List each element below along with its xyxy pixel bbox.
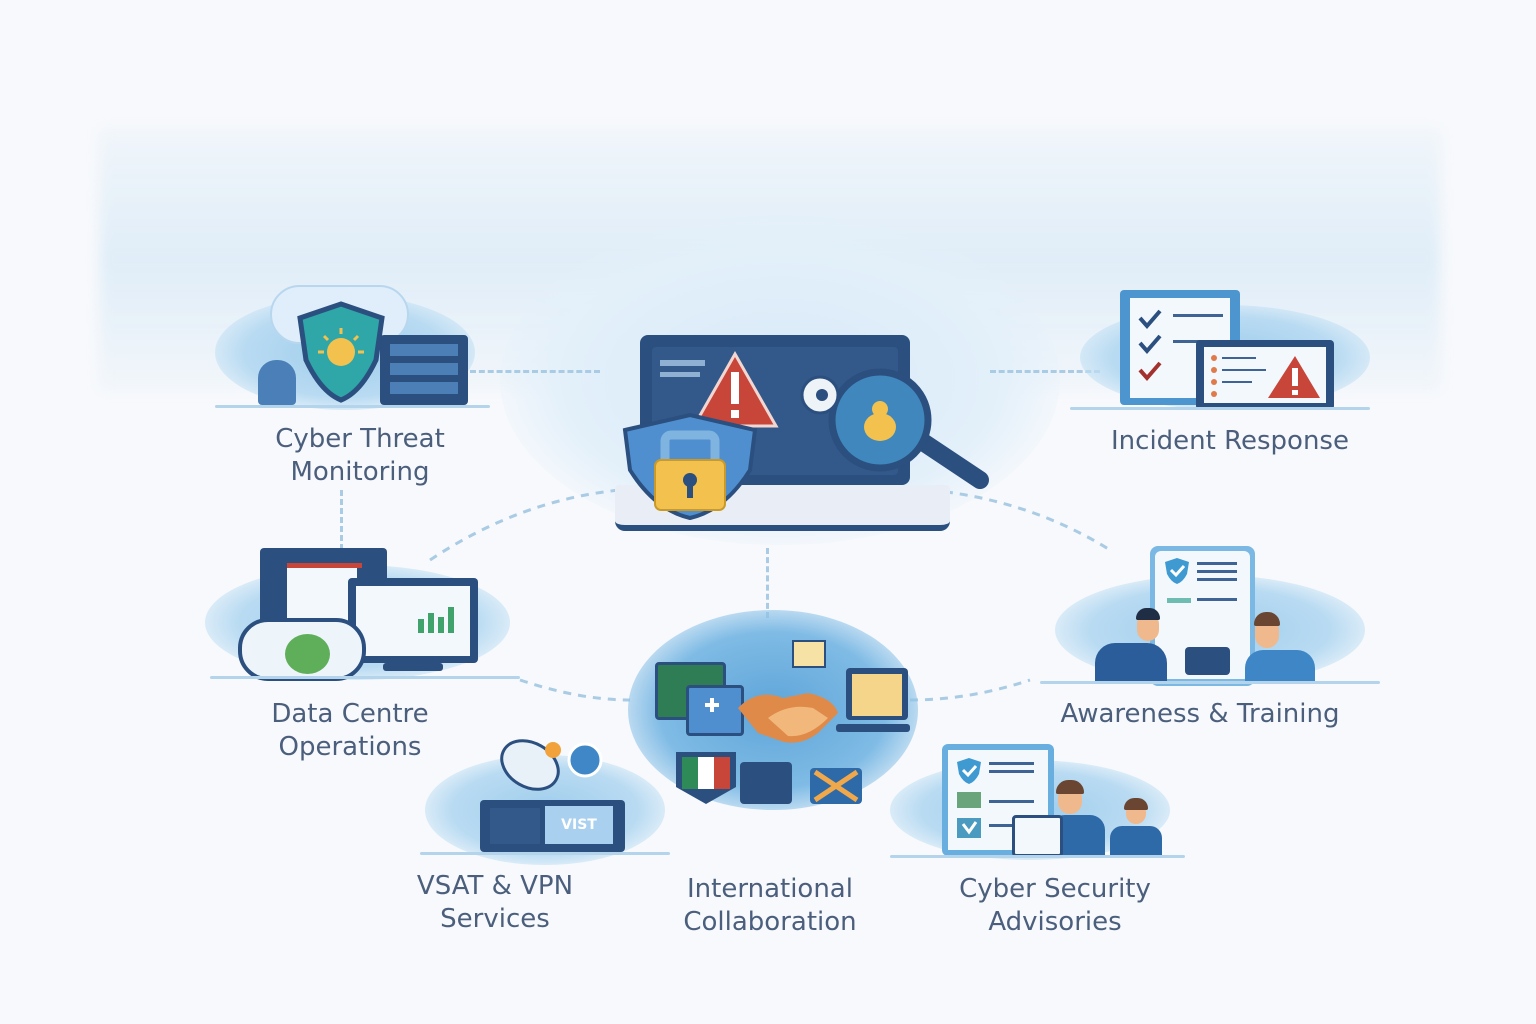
- padlock-shield-icon: [622, 412, 758, 521]
- magnifier-bug-icon: [800, 368, 989, 489]
- handshake-icon: [738, 693, 838, 743]
- connector-center-down: [766, 548, 769, 618]
- italy-flag-shield-icon: [676, 752, 736, 804]
- person-icon: [1056, 780, 1084, 794]
- shield-check-icon: [1165, 558, 1237, 603]
- vsat-device-label: VIST: [545, 806, 613, 844]
- check-items-icon: [957, 758, 1034, 838]
- person-icon: [1254, 612, 1280, 626]
- document-icon: [792, 640, 826, 668]
- form-monitor-icon: [740, 762, 792, 804]
- person-icon: [1124, 798, 1148, 810]
- cross-glyph: [813, 769, 859, 803]
- medical-cross-monitor-icon: [686, 685, 744, 736]
- service-label: Incident Response: [1111, 426, 1349, 456]
- gate-icon: [258, 360, 296, 405]
- laptop-icon: [1012, 815, 1063, 857]
- laptop-icon: [1185, 647, 1230, 675]
- green-orb-icon: [285, 634, 330, 674]
- connector-incident: [990, 370, 1100, 373]
- service-label: Awareness & Training: [1060, 699, 1340, 729]
- connector-threat-down: [340, 490, 343, 550]
- satellite-dish-icon: [500, 739, 603, 791]
- person-icon: [1136, 608, 1160, 620]
- shield-bug-icon: [297, 301, 385, 403]
- bar-chart-icon: [418, 607, 454, 633]
- warning-triangle-icon: [1211, 355, 1320, 398]
- connector-threat: [470, 370, 600, 373]
